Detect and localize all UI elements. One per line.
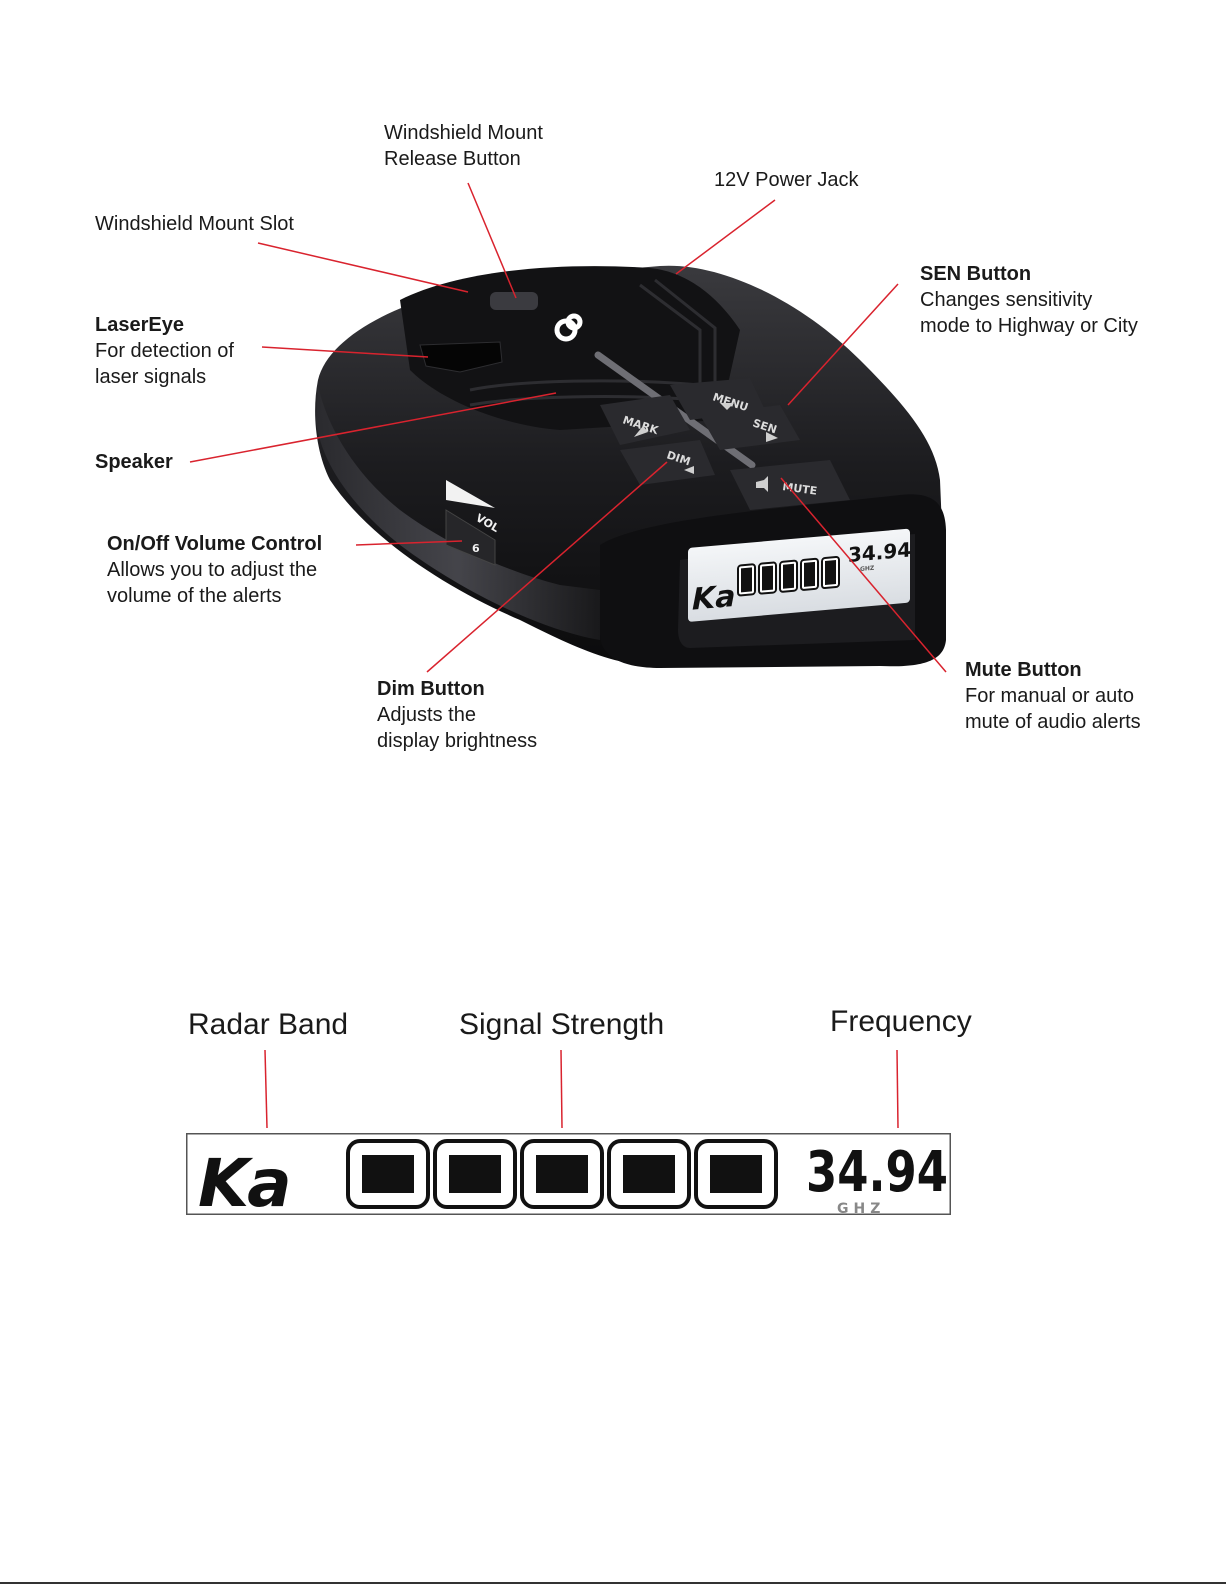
display-unit: GHZ <box>837 1201 885 1215</box>
leader-dim-button <box>426 461 668 673</box>
cobra-logo <box>554 313 583 342</box>
laser-eye-title: LaserEye <box>95 314 184 336</box>
volume-control-title: On/Off Volume Control <box>107 533 323 555</box>
sen-button-desc-1: Changes sensitivity <box>920 289 1093 311</box>
leader-volume <box>355 540 463 546</box>
volume-value: 6 <box>472 542 480 555</box>
display-strip: Ka 34.94 GHZ <box>186 1133 951 1215</box>
callout-dim-button: Dim Button Adjusts the display brightnes… <box>377 676 537 754</box>
mount-release-title: Windshield Mount <box>384 122 543 144</box>
leader-mute-button <box>780 477 947 673</box>
leader-laser-eye <box>261 346 429 358</box>
dim-button-desc-1: Adjusts the <box>377 704 476 726</box>
device-lcd-band: Ka <box>692 579 735 618</box>
callout-power-jack: 12V Power Jack <box>714 167 859 193</box>
sen-button-title: SEN Button <box>920 263 1032 285</box>
button-panel: MENU MARK SEN DIM MUTE <box>600 378 850 510</box>
display-frequency: 34.94 <box>806 1140 948 1205</box>
right-arrow-icon <box>766 432 778 442</box>
radar-detector-illustration: MENU MARK SEN DIM MUTE VOL 6 Ka 34.94 GH… <box>315 265 946 668</box>
signal-bar-fill <box>762 565 773 591</box>
mute-button-desc-1: For manual or auto <box>965 685 1134 707</box>
radar-band-leader <box>264 1049 268 1129</box>
page-bottom-rule <box>0 1582 1226 1584</box>
dim-button-desc-2: display brightness <box>377 730 538 752</box>
sen-button-desc-2: mode to Highway or City <box>920 315 1138 337</box>
signal-strength-label: Signal Strength <box>459 1008 665 1041</box>
display-diagram-leaders <box>264 1049 899 1129</box>
mount-slot-title: Windshield Mount Slot <box>95 213 294 235</box>
device-lcd-frequency: 34.94 <box>848 538 911 567</box>
callout-mute-button: Mute Button For manual or auto mute of a… <box>965 657 1141 735</box>
signal-bar-fill <box>449 1155 501 1193</box>
laser-eye-desc-1: For detection of <box>95 340 234 362</box>
device-lcd-signal-bars <box>737 556 840 597</box>
callout-volume-control: On/Off Volume Control Allows you to adju… <box>107 531 322 609</box>
left-arrow-icon <box>684 466 694 474</box>
callout-sen-button: SEN Button Changes sensitivity mode to H… <box>920 261 1138 339</box>
callout-mount-release: Windshield Mount Release Button <box>384 120 543 172</box>
mute-button-desc-2: mute of audio alerts <box>965 711 1141 733</box>
speaker-title: Speaker <box>95 451 173 473</box>
mount-release-button <box>490 292 538 310</box>
callout-speaker: Speaker <box>95 449 173 475</box>
dim-button-title: Dim Button <box>377 678 485 700</box>
frequency-leader <box>896 1049 899 1129</box>
callout-mount-slot: Windshield Mount Slot <box>95 211 294 237</box>
device-lcd: Ka 34.94 GHZ <box>688 528 911 622</box>
laser-eye <box>419 341 503 373</box>
power-jack-title: 12V Power Jack <box>714 169 859 191</box>
signal-bar-fill <box>741 567 752 593</box>
signal-bar-fill <box>804 561 815 587</box>
leader-mount-release <box>467 182 517 299</box>
leader-mount-slot <box>257 242 469 293</box>
device-side-panel <box>316 385 600 640</box>
signal-bar-fill <box>536 1155 588 1193</box>
radar-band-label: Radar Band <box>188 1008 349 1041</box>
frequency-label: Frequency <box>830 1005 972 1038</box>
signal-bar-fill <box>623 1155 675 1193</box>
device-top-ridge <box>400 266 740 430</box>
display-band: Ka <box>198 1145 290 1215</box>
signal-bar-fill <box>825 560 836 586</box>
up-arrow-icon <box>634 426 648 437</box>
mount-release-desc: Release Button <box>384 148 521 170</box>
leader-power-jack <box>675 199 776 275</box>
signal-bar-fill <box>362 1155 414 1193</box>
menu-arrow-icon <box>720 403 734 410</box>
signal-bar-fill <box>710 1155 762 1193</box>
mute-button-title: Mute Button <box>965 659 1082 681</box>
signal-bar-fill <box>783 563 794 589</box>
laser-eye-desc-2: laser signals <box>95 366 207 388</box>
leader-lines <box>189 182 947 673</box>
callout-laser-eye: LaserEye For detection of laser signals <box>95 312 234 390</box>
volume-control-desc-1: Allows you to adjust the <box>107 559 318 581</box>
volume-control-desc-2: volume of the alerts <box>107 585 282 607</box>
signal-strength-leader <box>560 1049 563 1129</box>
display-signal-bars <box>346 1139 778 1209</box>
device-lcd-unit: GHZ <box>860 565 875 573</box>
mute-button-label: MUTE <box>782 480 818 498</box>
leader-sen-button <box>787 283 899 406</box>
mute-speaker-icon <box>756 476 768 492</box>
leader-speaker <box>189 392 557 463</box>
